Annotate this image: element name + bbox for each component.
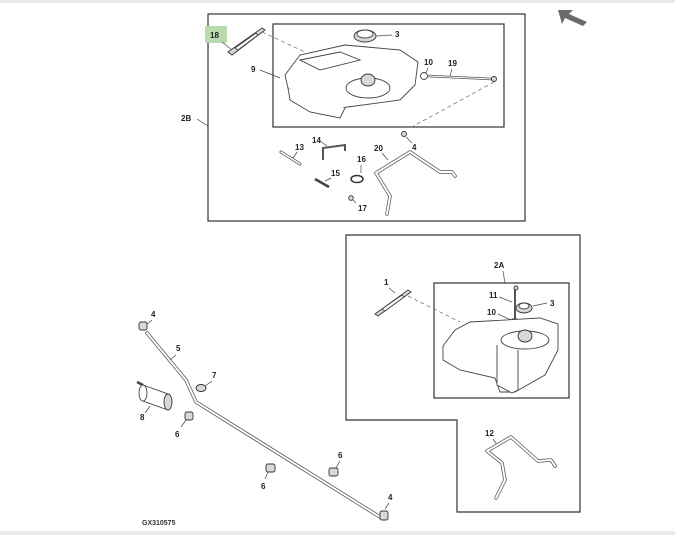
grommet-part-10[interactable] bbox=[420, 72, 428, 80]
clamp-part-16[interactable] bbox=[350, 174, 364, 184]
reservoir-subframe bbox=[433, 282, 570, 399]
clip-part-4-top[interactable] bbox=[401, 131, 407, 137]
up-left-arrow-icon[interactable] bbox=[558, 10, 587, 26]
decal-part-18[interactable] bbox=[227, 27, 266, 56]
fuel-cap-part-3[interactable] bbox=[353, 29, 377, 43]
reservoir-tank[interactable] bbox=[442, 317, 559, 394]
clamp-part-6-b[interactable] bbox=[265, 463, 276, 473]
clamp-part-4-left-top[interactable] bbox=[138, 321, 148, 331]
callout-10-top[interactable]: 10 bbox=[424, 58, 433, 67]
callout-12[interactable]: 12 bbox=[485, 429, 494, 438]
callout-20[interactable]: 20 bbox=[374, 144, 383, 153]
callout-7[interactable]: 7 bbox=[212, 371, 217, 380]
callout-16[interactable]: 16 bbox=[357, 155, 366, 164]
fuel-hose-part-5[interactable] bbox=[145, 331, 382, 519]
callout-19[interactable]: 19 bbox=[448, 59, 457, 68]
sender-tube-part-19[interactable] bbox=[427, 74, 497, 82]
callout-14[interactable]: 14 bbox=[312, 136, 321, 145]
clamp-part-4-bottom[interactable] bbox=[379, 510, 389, 521]
sender-part-11[interactable] bbox=[513, 285, 519, 322]
callout-8[interactable]: 8 bbox=[140, 413, 145, 422]
callout-4-bottom[interactable]: 4 bbox=[388, 493, 393, 502]
callout-3-right[interactable]: 3 bbox=[550, 299, 555, 308]
top-band bbox=[0, 0, 675, 3]
callout-10-right[interactable]: 10 bbox=[487, 308, 496, 317]
reservoir-cap-part-3[interactable] bbox=[515, 302, 533, 314]
callout-4-top[interactable]: 4 bbox=[412, 143, 417, 152]
fuel-line-part-20[interactable] bbox=[374, 150, 457, 216]
callout-6-a[interactable]: 6 bbox=[175, 430, 180, 439]
callout-6-c[interactable]: 6 bbox=[338, 451, 343, 460]
callout-15[interactable]: 15 bbox=[331, 169, 340, 178]
bottom-band bbox=[0, 531, 675, 535]
bolt-part-15[interactable] bbox=[314, 177, 330, 189]
bracket-part-14[interactable] bbox=[322, 143, 346, 160]
callout-13[interactable]: 13 bbox=[295, 143, 304, 152]
callout-highlight-18 bbox=[205, 26, 227, 43]
nut-part-17[interactable] bbox=[348, 195, 354, 201]
grommet-part-7[interactable] bbox=[195, 384, 207, 392]
callout-11[interactable]: 11 bbox=[489, 291, 498, 300]
assembly-2a-frame bbox=[345, 234, 581, 513]
callout-3-top[interactable]: 3 bbox=[395, 30, 400, 39]
callout-5[interactable]: 5 bbox=[176, 344, 181, 353]
callout-17[interactable]: 17 bbox=[358, 204, 367, 213]
figure-code: GX310575 bbox=[142, 520, 176, 527]
callout-1[interactable]: 1 bbox=[384, 278, 389, 287]
fuel-tank-part-9[interactable] bbox=[284, 44, 419, 119]
assembly-label-2b: 2B bbox=[181, 114, 191, 123]
clamp-part-6-a[interactable] bbox=[184, 411, 194, 421]
fuel-line-part-12[interactable] bbox=[485, 435, 557, 500]
decal-part-1[interactable] bbox=[374, 289, 412, 317]
clamp-part-6-c[interactable] bbox=[328, 467, 339, 477]
assembly-2b-frame bbox=[207, 13, 526, 222]
fuel-filter-part-8[interactable] bbox=[136, 380, 173, 411]
callout-6-b[interactable]: 6 bbox=[261, 482, 266, 491]
callout-18[interactable]: 18 bbox=[210, 31, 219, 40]
callout-4-left-top[interactable]: 4 bbox=[151, 310, 156, 319]
pin-part-13[interactable] bbox=[279, 150, 302, 166]
callout-9[interactable]: 9 bbox=[251, 65, 256, 74]
assembly-label-2a: 2A bbox=[494, 261, 504, 270]
